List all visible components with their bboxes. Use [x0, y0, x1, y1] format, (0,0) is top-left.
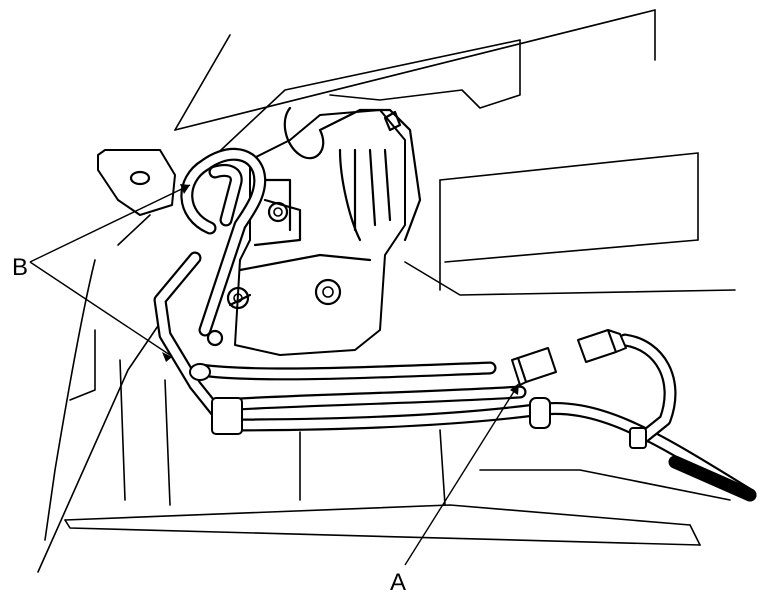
leader-lines [29, 184, 519, 566]
connectors [511, 329, 627, 386]
seat-track-mechanism [206, 106, 422, 356]
mounting-bracket [97, 149, 176, 216]
wire-harness [153, 147, 757, 502]
callout-b-label: B [12, 254, 28, 281]
body-panels [37, 9, 736, 573]
callout-a-label: A [390, 569, 406, 596]
